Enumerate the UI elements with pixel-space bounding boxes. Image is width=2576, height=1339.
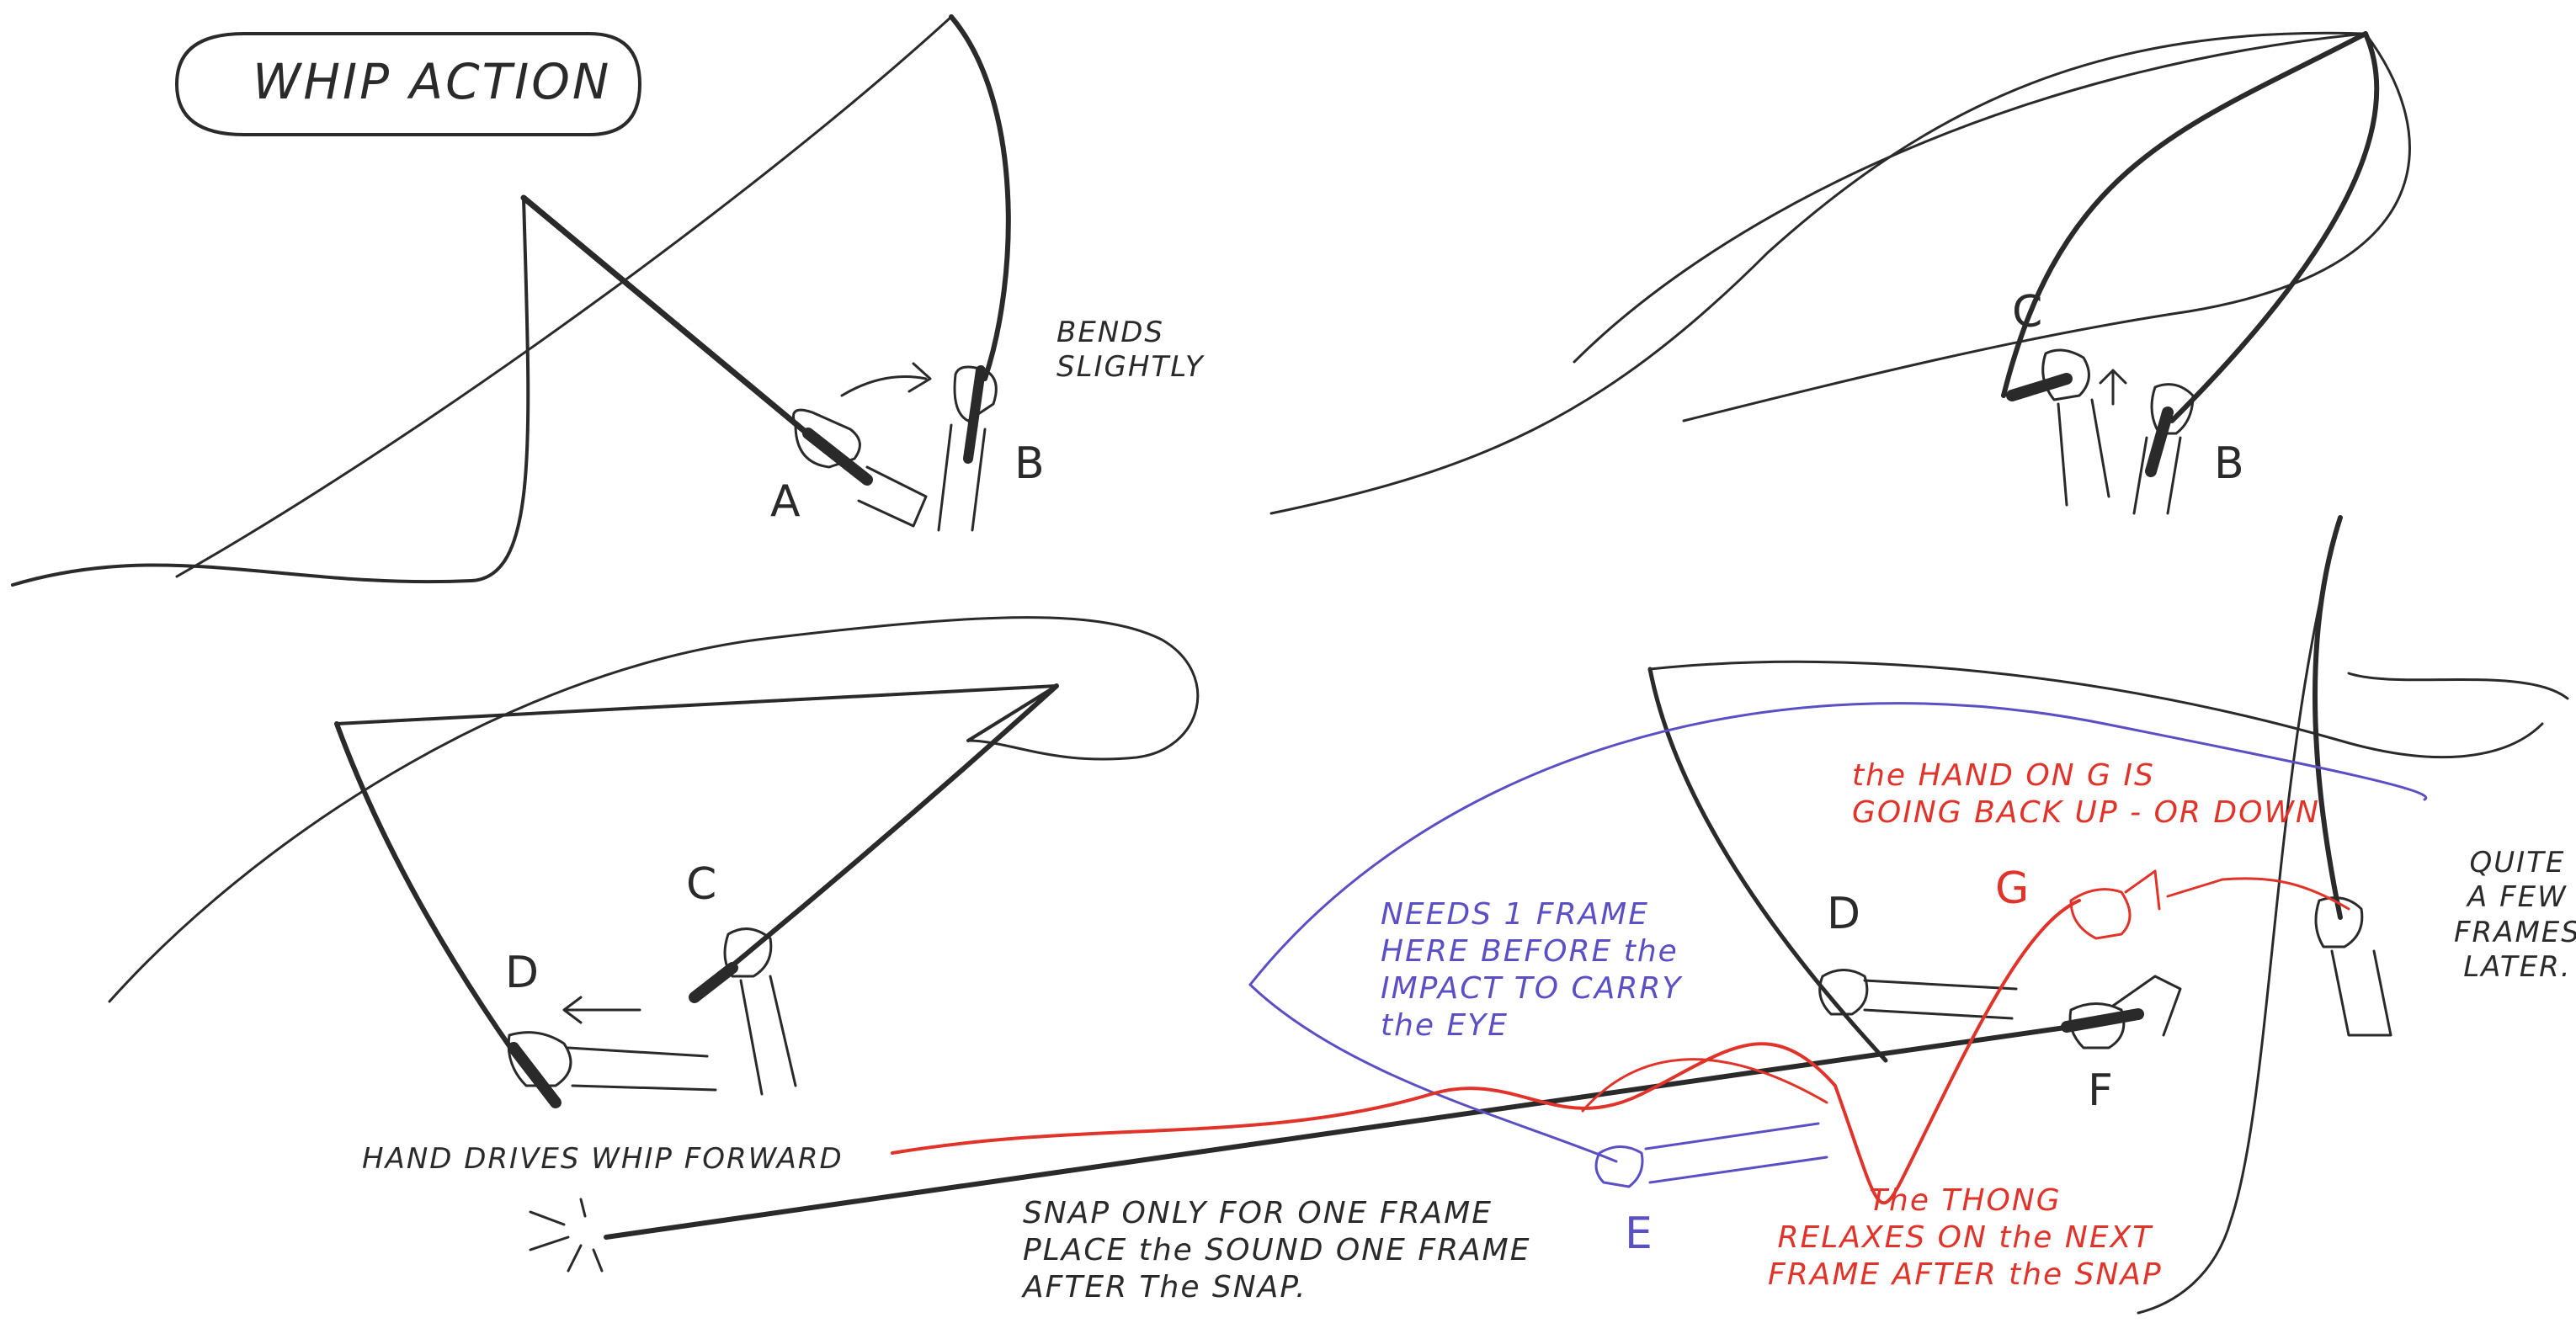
whip-thong-2c bbox=[2001, 31, 2368, 398]
note-hand-drives: HAND DRIVES WHIP FORWARD bbox=[362, 1142, 844, 1176]
arm-b bbox=[937, 423, 987, 532]
arm-c3 bbox=[739, 975, 797, 1096]
whip-grip-c3 bbox=[689, 962, 738, 1003]
hand-g bbox=[2069, 888, 2132, 940]
hand-b2 bbox=[2150, 383, 2195, 435]
arm-b2 bbox=[2132, 436, 2182, 515]
arm-d bbox=[567, 1046, 717, 1092]
hand-c bbox=[2041, 348, 2090, 401]
arm-e bbox=[1644, 1122, 1828, 1184]
whip-thong-4b bbox=[1647, 667, 1888, 1063]
whip-thong-1b bbox=[175, 15, 953, 578]
label-f: F bbox=[2088, 1065, 2115, 1116]
whip-stick-a bbox=[520, 194, 816, 441]
hand-late bbox=[2314, 896, 2364, 948]
hand-b bbox=[953, 365, 998, 422]
hand-a bbox=[792, 408, 861, 469]
whip-grip-b2 bbox=[2145, 406, 2174, 477]
label-e: E bbox=[1625, 1209, 1654, 1259]
label-c-top-right: C bbox=[2012, 287, 2045, 337]
snap-burst bbox=[529, 1198, 604, 1273]
hand-f bbox=[2068, 1002, 2126, 1049]
note-snap: SNAP ONLY FOR ONE FRAME PLACE the SOUND … bbox=[1023, 1196, 1531, 1304]
whip-thong-late2 bbox=[2347, 672, 2569, 700]
blue-whip-arc bbox=[1248, 702, 2428, 986]
label-b-top-right: B bbox=[2214, 438, 2246, 489]
whip-stick-c bbox=[2169, 31, 2380, 423]
arm-f bbox=[2111, 975, 2182, 1037]
blue-whip-lower bbox=[1248, 983, 1618, 1163]
hand-e bbox=[1594, 1145, 1644, 1188]
arrow-d bbox=[562, 996, 641, 1024]
whip-grip-a bbox=[802, 428, 873, 486]
whip-stick-b bbox=[949, 14, 1011, 381]
arrow-a-to-b bbox=[840, 375, 928, 397]
arm-g bbox=[2124, 869, 2224, 911]
label-d-mid-left: D bbox=[505, 948, 541, 998]
whip-stick-late bbox=[2313, 515, 2343, 920]
red-thong-wave2 bbox=[1581, 1058, 1828, 1113]
label-a: A bbox=[770, 476, 802, 527]
red-whip-g bbox=[2221, 877, 2350, 911]
arm-a bbox=[857, 465, 928, 528]
arrow-a-to-b-head bbox=[907, 362, 932, 393]
whip-stick-d bbox=[334, 721, 516, 1055]
whip-thong-late bbox=[2137, 516, 2342, 1315]
label-g: G bbox=[1995, 863, 2031, 914]
hand-d4 bbox=[1818, 969, 1869, 1016]
whip-thong-2 bbox=[1269, 31, 2411, 515]
whip-thong-3 bbox=[108, 616, 1200, 1003]
arm-d4 bbox=[1863, 979, 2018, 1020]
whip-thong-4 bbox=[1648, 660, 2544, 759]
page-title: WHIP ACTION bbox=[253, 53, 612, 110]
arm-c bbox=[2057, 398, 2110, 507]
label-c-mid-left: C bbox=[686, 859, 719, 910]
whip-grip-f bbox=[2061, 1008, 2144, 1033]
note-thong-relaxes: The THONG RELAXES ON the NEXT FRAME AFTE… bbox=[1768, 1183, 2163, 1292]
arm-late bbox=[2330, 949, 2392, 1037]
note-hand-on-g: the HAND ON G IS GOING BACK UP - OR DOWN bbox=[1852, 758, 2320, 830]
whip-grip-b bbox=[963, 365, 986, 464]
whip-grip-d bbox=[508, 1042, 562, 1108]
hand-c3 bbox=[723, 927, 773, 978]
note-bends-slightly: BENDS SLIGHTLY bbox=[1056, 316, 1205, 385]
note-needs-frame: NEEDS 1 FRAME HERE BEFORE the IMPACT TO … bbox=[1381, 897, 1683, 1043]
whip-thong-1 bbox=[11, 196, 530, 587]
whip-thong-2b bbox=[1573, 32, 2367, 364]
note-quite-few: QUITE A FEW FRAMES LATER. bbox=[2454, 846, 2576, 985]
title-bubble bbox=[175, 32, 641, 136]
hand-d bbox=[507, 1031, 572, 1087]
whip-grip-c bbox=[2006, 373, 2073, 401]
arrow-c-up bbox=[2099, 369, 2127, 406]
whip-stick-f bbox=[604, 1024, 2073, 1240]
label-d-right: D bbox=[1827, 889, 1863, 939]
whip-stick-c3 bbox=[696, 683, 1059, 996]
whip-loop-3 bbox=[335, 684, 1058, 742]
label-b-top-left: B bbox=[1014, 438, 1046, 489]
